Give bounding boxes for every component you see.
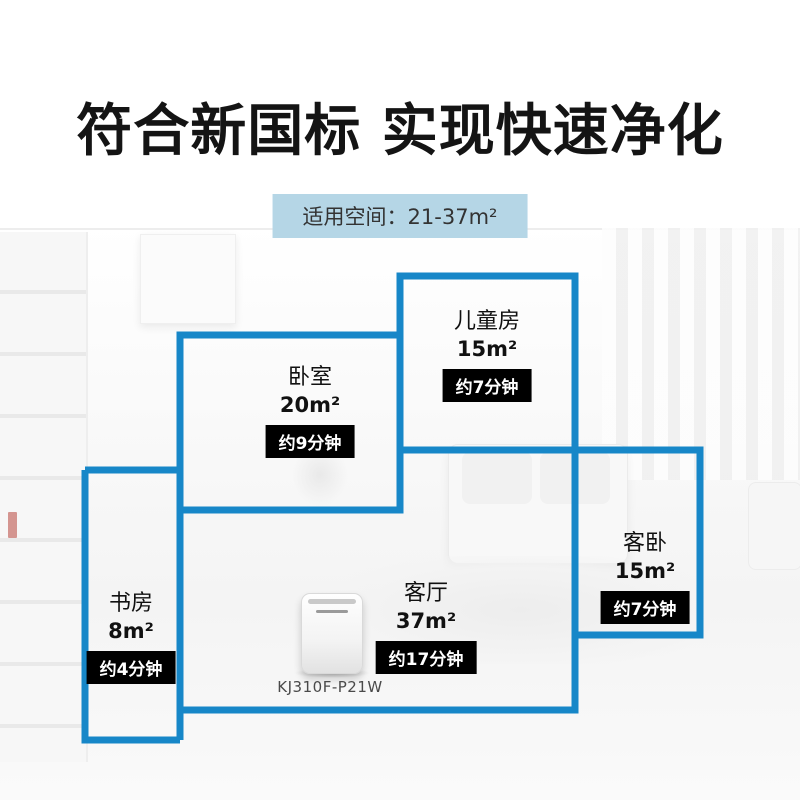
room-name: 客卧	[622, 531, 667, 556]
page-title: 符合新国标 实现快速净化	[76, 99, 724, 164]
room-time-badge: 约9分钟	[265, 424, 355, 458]
floor-plan-walls	[81, 272, 704, 744]
purifier-control-panel	[316, 610, 348, 613]
room-label-study: 书房 8m² 约4分钟	[86, 590, 176, 684]
product-model-label: KJ310F-P21W	[277, 678, 383, 696]
applicable-space-badge: 适用空间：21-37m²	[272, 194, 528, 238]
room-time-badge: 约4分钟	[86, 650, 176, 684]
purifier-top-vent	[308, 599, 356, 604]
room-label-living-room: 客厅 37m² 约17分钟	[375, 580, 477, 674]
room-area: 20m²	[279, 392, 341, 417]
room-name: 卧室	[287, 365, 332, 390]
room-area: 15m²	[456, 336, 518, 361]
room-time-badge: 约7分钟	[600, 590, 690, 624]
room-time-badge: 约17分钟	[375, 640, 477, 674]
room-area: 15m²	[614, 558, 676, 583]
room-label-guest-room: 客卧 15m² 约7分钟	[600, 530, 690, 624]
room-area: 37m²	[395, 608, 457, 633]
room-name: 书房	[108, 591, 153, 616]
room-name: 儿童房	[453, 309, 520, 334]
room-label-bedroom: 卧室 20m² 约9分钟	[265, 364, 355, 458]
room-name: 客厅	[403, 581, 449, 606]
room-label-kids-room: 儿童房 15m² 约7分钟	[442, 308, 532, 402]
room-area: 8m²	[108, 618, 154, 643]
air-purifier-image	[301, 593, 363, 674]
room-time-badge: 约7分钟	[442, 368, 532, 402]
